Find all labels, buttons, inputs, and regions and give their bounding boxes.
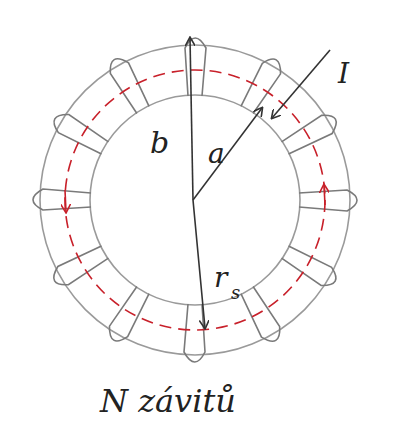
inner-circle	[90, 95, 300, 305]
outer-circle	[40, 45, 350, 355]
current-arrow	[272, 50, 330, 118]
radius-b	[190, 38, 193, 200]
windings	[33, 38, 357, 362]
current-label: I	[338, 60, 349, 88]
mean-path	[65, 70, 325, 330]
subscript-s: s	[231, 284, 240, 302]
radius-a	[193, 108, 262, 200]
field-arrow	[65, 190, 66, 212]
label-a: a	[208, 140, 225, 168]
field-arrow	[324, 185, 325, 205]
label-r: r	[214, 264, 227, 292]
radius-rs	[193, 200, 205, 328]
label-b: b	[150, 128, 169, 158]
caption: N závitů	[100, 385, 236, 417]
